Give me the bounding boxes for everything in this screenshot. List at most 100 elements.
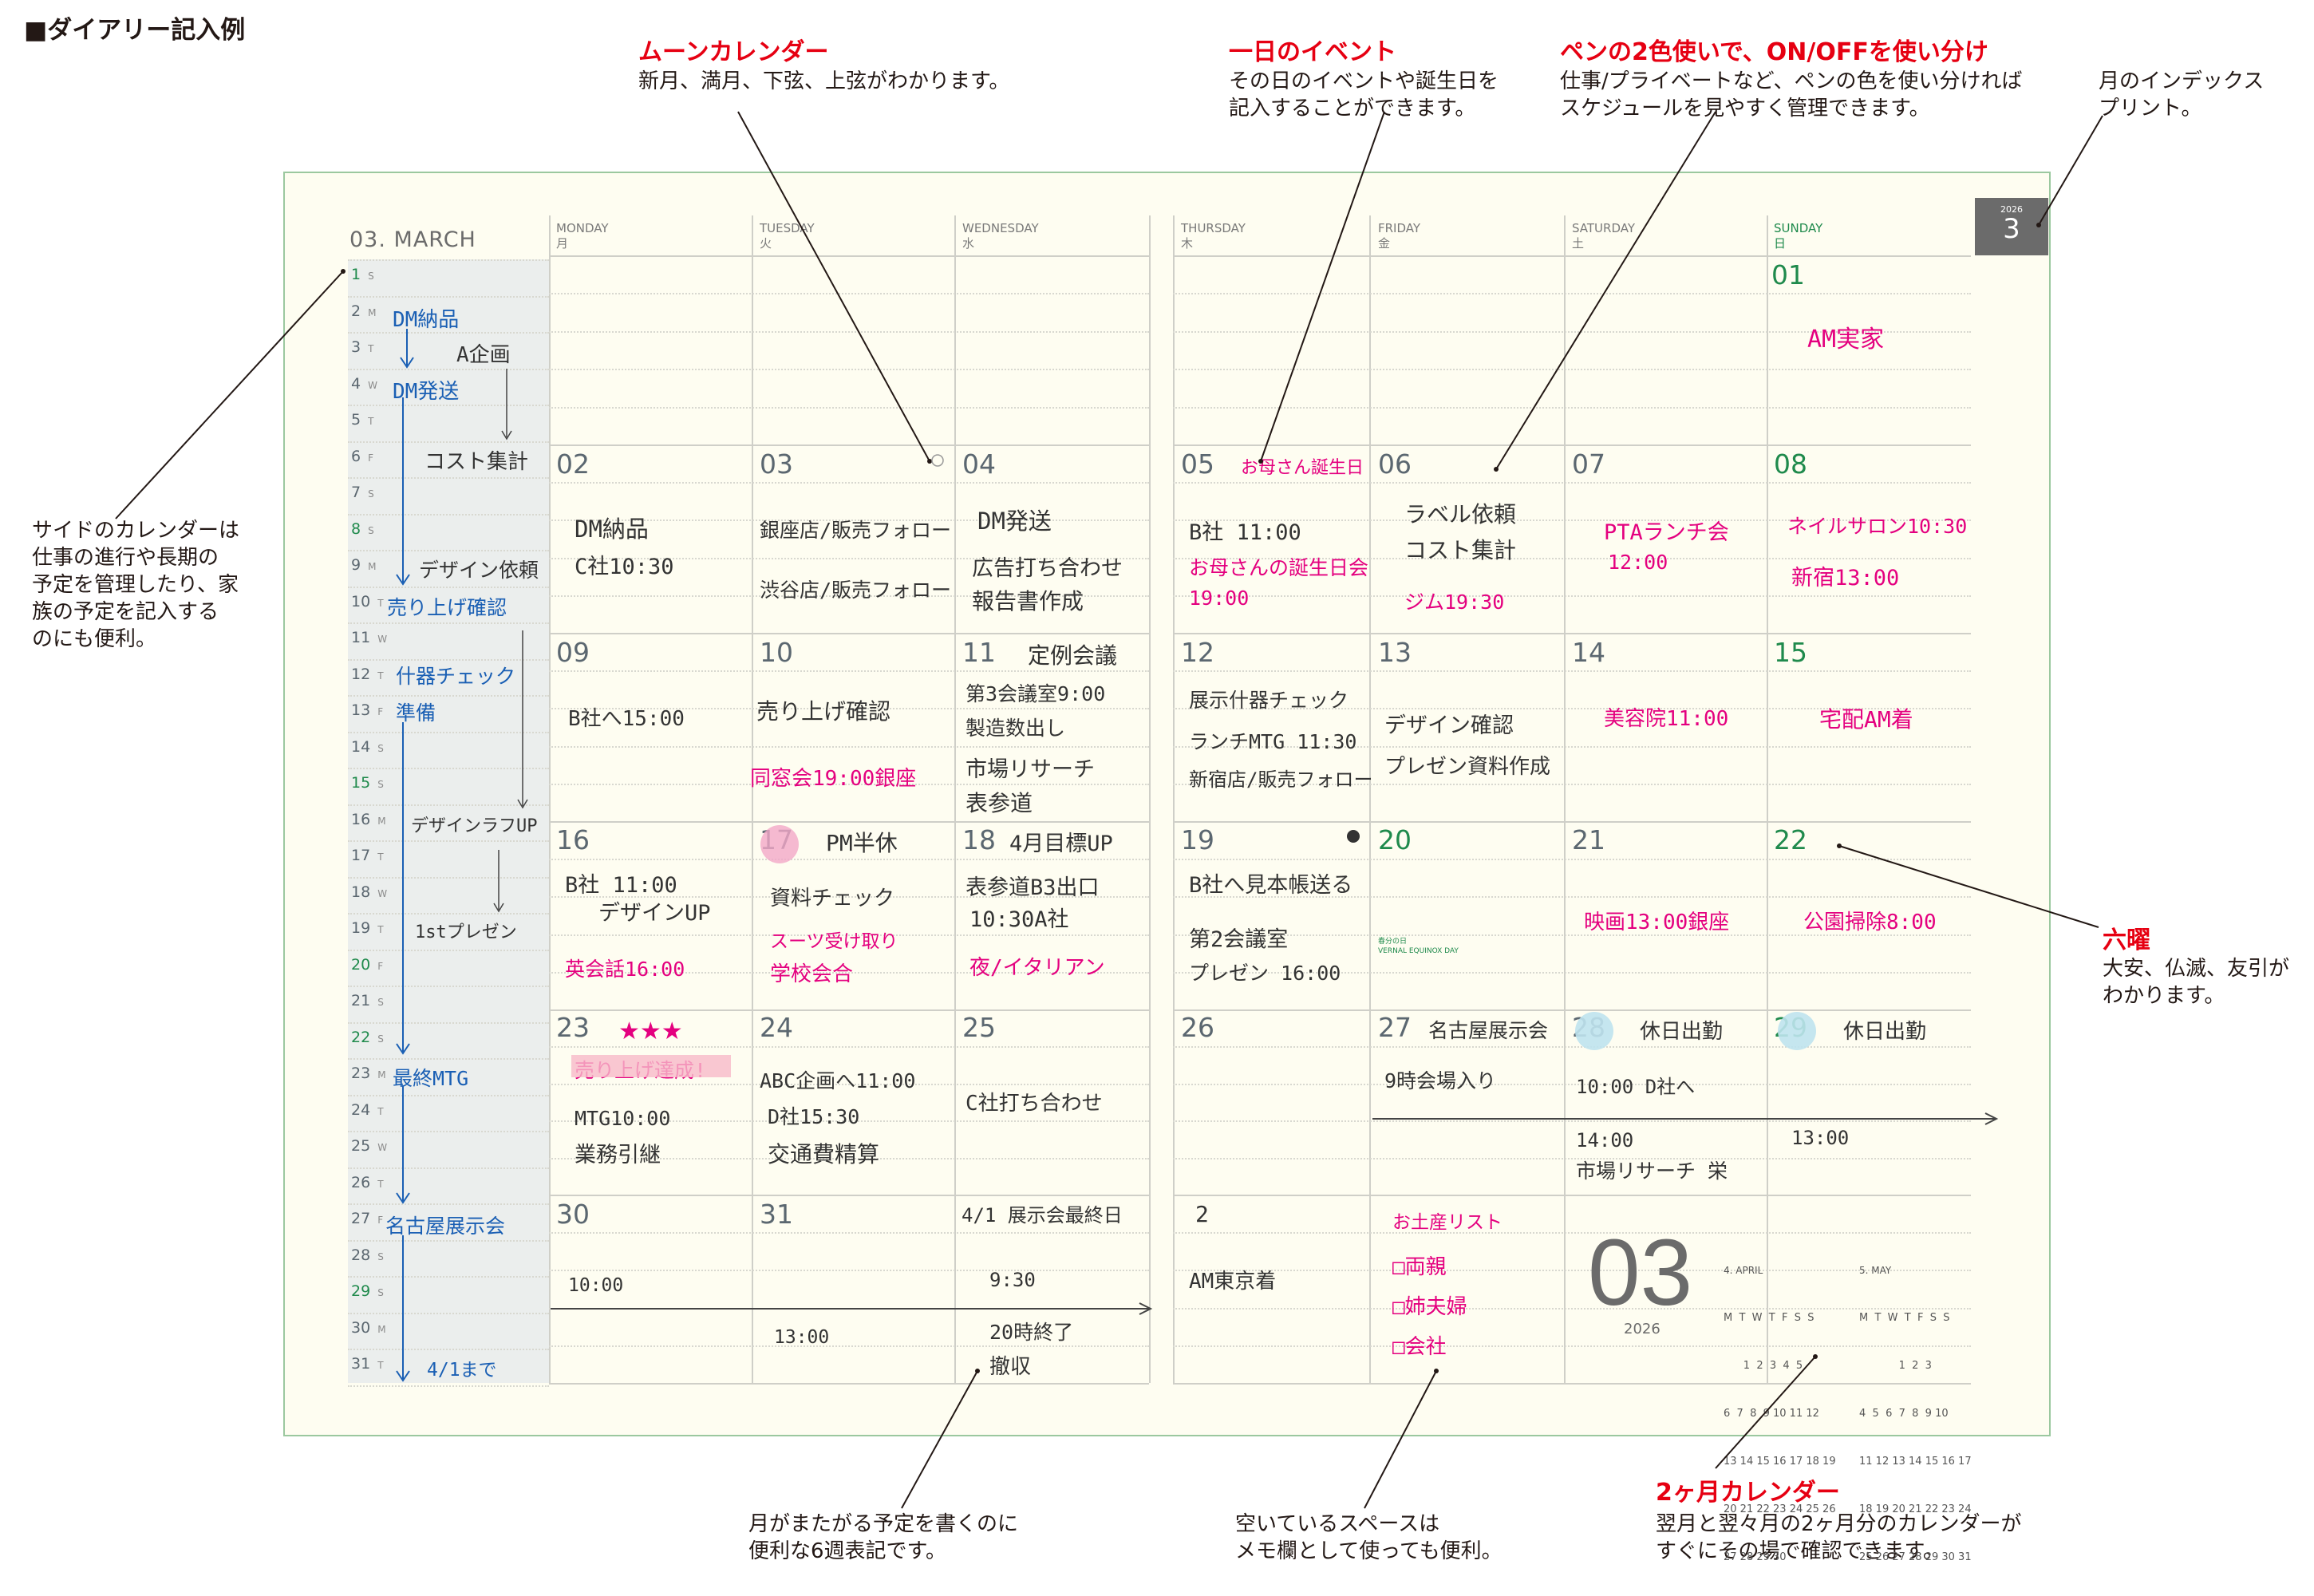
side-ruled-line [348,1239,549,1242]
side-ruled-line [348,1203,549,1205]
handwritten-entry: 報告書作成 [972,588,1084,614]
side-ruled-line [348,368,549,370]
grid-vline [752,215,753,1383]
handwritten-entry: 宅配AM着 [1819,706,1913,733]
rokuyo-text: 大安、仏滅、友引が わかります。 [2103,957,2290,1008]
side-ruled-line [348,986,549,987]
mini-calendar-april: 4. APRIL M T W T F S S 1 2 3 4 5 6 7 8 9… [1724,1265,1836,1563]
page-title: ■ダイアリー記入例 [24,16,246,45]
ruled-line [1173,1046,1971,1049]
side-ruled-line [348,1021,549,1024]
moon-calendar-text: 新月、満月、下弦、上弦がわかります。 [638,69,1010,93]
ruled-line [549,406,1149,409]
cell-day-number: 27 [1378,1012,1412,1043]
ruled-line [1173,859,1971,861]
handwritten-entry: DM発送 [977,508,1052,535]
rokuyo-title: 六曜 [2103,926,2150,954]
side-ruled-line [348,731,549,733]
handwritten-entry: AM東京着 [1189,1270,1277,1294]
side-ruled-line [348,477,549,479]
ruled-line [549,557,1149,559]
ruled-line [1173,595,1971,597]
handwritten-entry: プレゼン資料作成 [1384,755,1551,779]
month-index-tab[interactable]: 2026 3 [1975,198,2048,255]
handwritten-entry: 銀座店/販売フォロー [760,519,952,542]
side-ruled-line [348,1349,549,1350]
ruled-line [549,1046,1149,1049]
cell-day-number: 21 [1572,824,1605,855]
grid-hline [549,1383,1149,1385]
side-note: デザイン依頼 [419,559,539,582]
cell-day-number: 02 [556,448,590,480]
ruled-line [549,293,1149,295]
side-note: 名古屋展示会 [385,1215,506,1238]
side-ruled-line [348,513,549,516]
ruled-line [549,330,1149,333]
handwritten-entry: B社へ15:00 [568,707,685,731]
ruled-line [549,1345,1149,1347]
handwritten-entry: 第2会議室 [1189,927,1289,952]
memo-text: 空いているスペースは メモ欄として使っても便利。 [1235,1512,1503,1563]
big-month-number: 03 [1588,1220,1693,1325]
handwritten-entry: 10:00 D社へ [1576,1076,1696,1098]
cell-day-number: 12 [1181,637,1214,668]
handwritten-entry: 4/1 展示会最終日 [962,1204,1123,1227]
side-ruled-line [348,440,549,443]
grid-hline [549,633,1149,634]
side-note: 4/1まで [427,1360,497,1381]
handwritten-entry: 撤収 [989,1355,1032,1379]
ruled-line [1173,1345,1971,1347]
handwritten-entry: PTAランチ会 [1604,520,1729,545]
side-calendar-text: サイドのカレンダーは 仕事の進行や長期の 予定を管理したり、家 族の予定を記入す… [32,519,240,651]
cell-day-number: 03 [760,448,793,480]
cell-day-number: 20 [1378,824,1412,855]
cell-day-number: 01 [1771,259,1805,290]
grid-hline [1173,255,1971,257]
side-ruled-line [348,1312,549,1314]
handwritten-entry: □両親 [1392,1255,1447,1279]
cell-day-number: 08 [1774,448,1807,480]
six-week-text: 月がまたがる予定を書くのに 便利な6週表記です。 [748,1512,1019,1563]
grid-hline [549,444,1149,446]
handwritten-entry: ABC企画へ11:00 [760,1069,916,1092]
side-ruled-line [348,1058,549,1060]
ruled-line [549,934,1149,936]
ruled-line [549,859,1149,861]
handwritten-entry: 展示什器チェック [1189,689,1349,712]
handwritten-entry: 第3会議室9:00 [965,682,1106,705]
side-note: 準備 [396,701,436,725]
cell-day-number: 30 [556,1199,590,1230]
cell-day-number: 18 [962,824,996,855]
side-note: コスト集計 [424,450,529,474]
side-ruled-line [348,622,549,624]
grid-vline [1369,215,1371,1383]
cell-day-number: 14 [1572,637,1605,668]
grid-hline [549,1195,1149,1196]
cell-day-number: 19 [1181,824,1214,855]
handwritten-entry: 市場リサーチ 栄 [1576,1159,1728,1183]
handwritten-entry: スーツ受け取り [770,931,898,952]
side-ruled-line [348,1276,549,1278]
index-tab-year: 2026 [2000,204,2023,215]
side-ruled-line [348,586,549,588]
grid-vline [954,215,956,1383]
handwritten-entry: 9時会場入り [1384,1069,1497,1092]
event-text: その日のイベントや誕生日を 記入することができます。 [1229,69,1499,120]
handwritten-entry: 2 [1195,1201,1209,1227]
handwritten-entry: お土産リスト [1392,1212,1503,1233]
handwritten-entry: □姉夫婦 [1392,1295,1467,1319]
